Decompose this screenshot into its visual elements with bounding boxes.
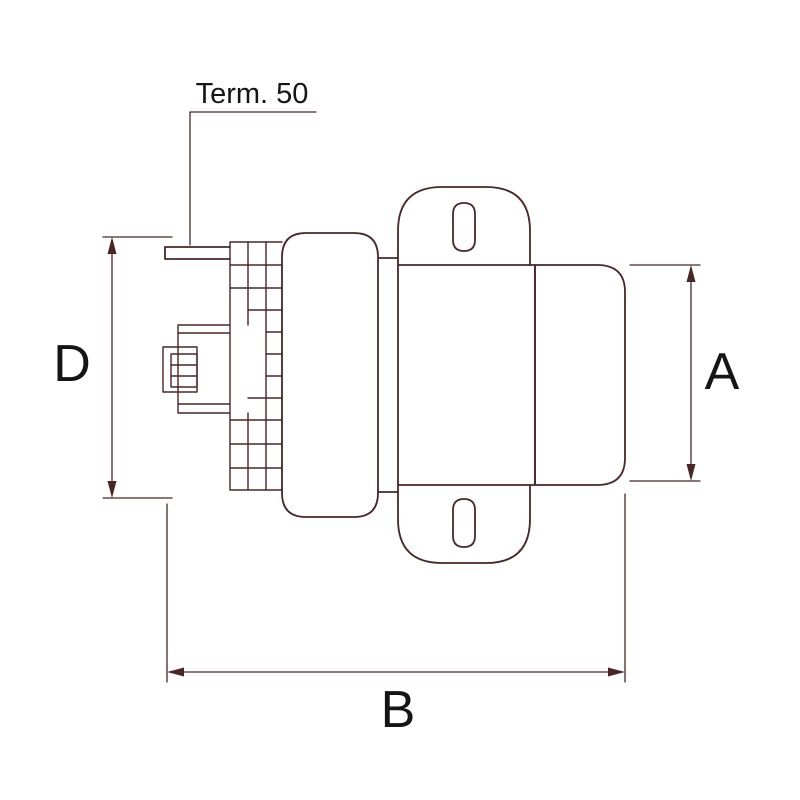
cylinder-outline bbox=[534, 264, 626, 486]
terminal-annotation: Term. 50 bbox=[196, 78, 309, 110]
connector-outline bbox=[177, 324, 231, 414]
terminal-housing bbox=[229, 241, 283, 491]
arrow-down-icon bbox=[107, 481, 117, 498]
labels: D A B Term. 50 bbox=[53, 78, 739, 739]
ear-slot-top bbox=[452, 202, 476, 252]
arrow-down-icon bbox=[686, 464, 696, 481]
dimensions bbox=[102, 111, 701, 683]
dim-label-a: A bbox=[705, 343, 740, 401]
mounting-ear-bottom bbox=[397, 484, 531, 564]
dim-label-d: D bbox=[53, 335, 91, 393]
plug-inner bbox=[170, 353, 198, 388]
arrow-up-icon bbox=[686, 265, 696, 282]
dimension-arrows bbox=[107, 237, 696, 677]
housing-outline bbox=[229, 241, 283, 491]
arrow-up-icon bbox=[107, 237, 117, 254]
component-drawing bbox=[162, 186, 626, 564]
arrow-left-icon bbox=[167, 667, 184, 677]
dim-label-b: B bbox=[381, 681, 416, 739]
drawing-root bbox=[102, 111, 701, 683]
term50-leader-line bbox=[189, 111, 317, 246]
cap-outline bbox=[281, 232, 379, 518]
ear-slot-bottom bbox=[452, 498, 476, 548]
arrow-right-icon bbox=[608, 667, 625, 677]
body-outline bbox=[397, 264, 536, 486]
mounting-ear-top bbox=[397, 186, 531, 266]
connector-block bbox=[162, 324, 231, 414]
spade-terminal bbox=[164, 246, 231, 260]
